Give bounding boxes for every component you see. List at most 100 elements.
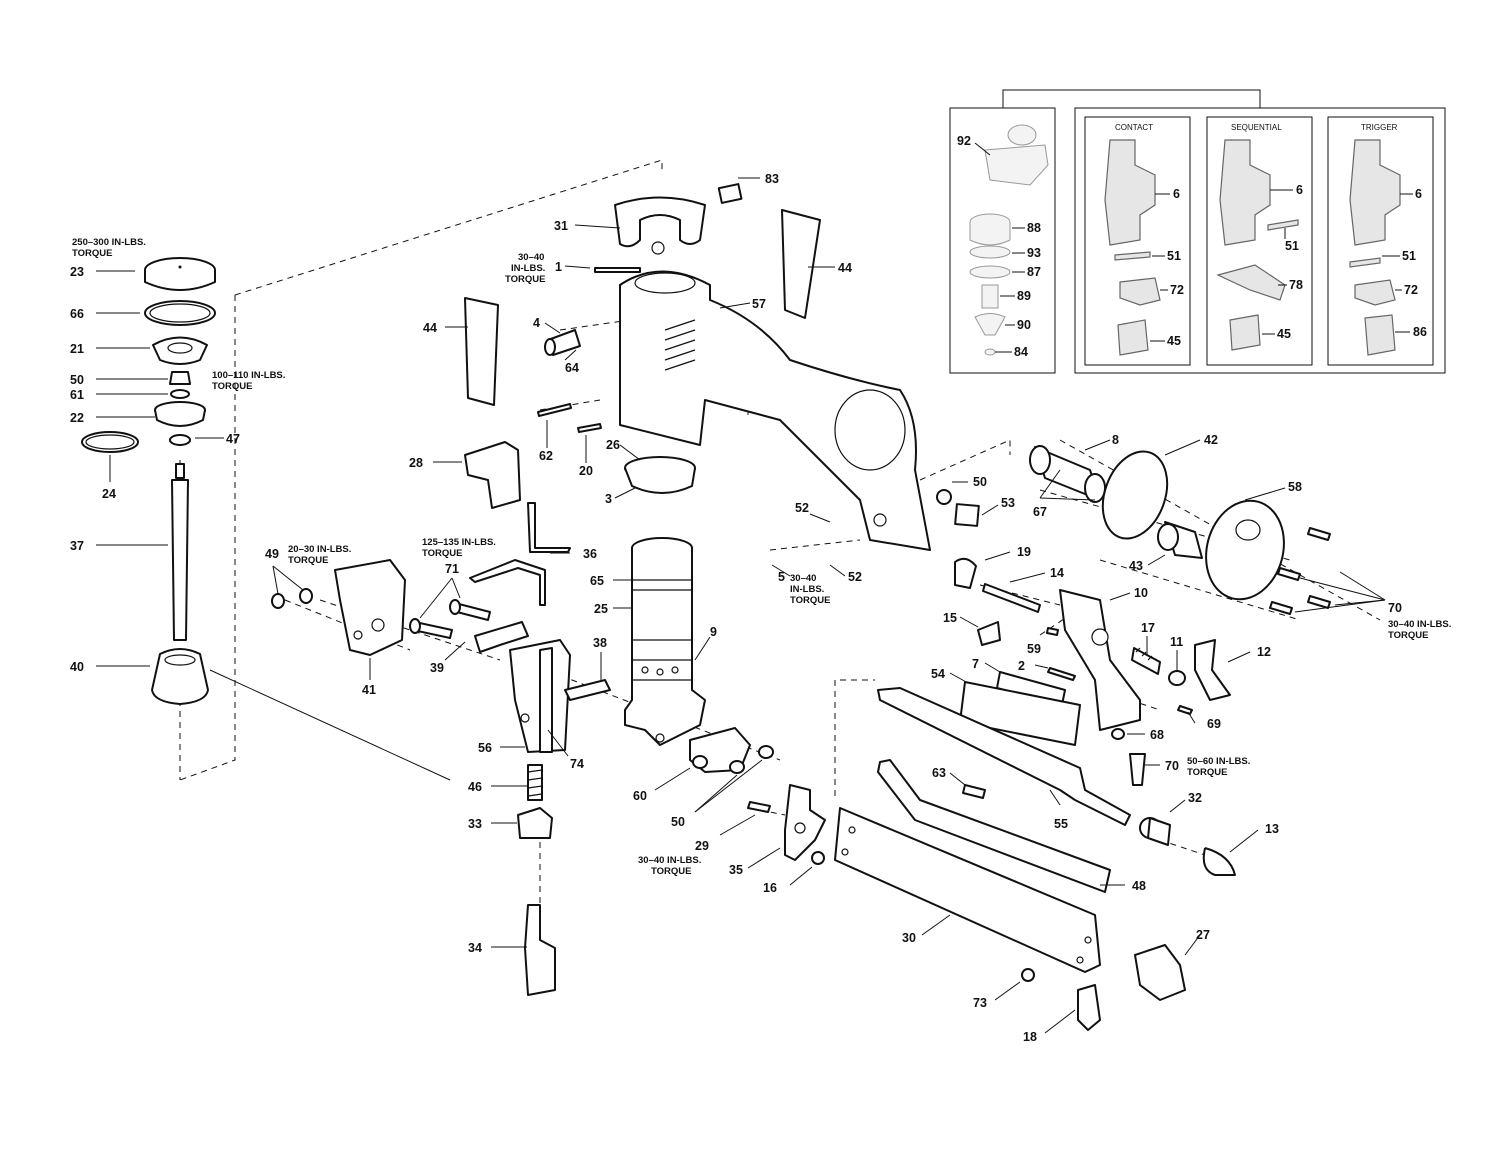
callout-10: 10 xyxy=(1134,586,1148,600)
callout-5: 5 xyxy=(778,570,785,584)
torque-29-line2: TORQUE xyxy=(651,866,691,877)
callout-49: 49 xyxy=(265,547,279,561)
torque-50-line1: 100–110 IN-LBS. xyxy=(212,370,285,381)
callout-51-sequential: 51 xyxy=(1285,239,1299,253)
callout-24: 24 xyxy=(102,487,116,501)
callout-50-b: 50 xyxy=(671,815,685,829)
callout-63: 63 xyxy=(932,766,946,780)
callout-35: 35 xyxy=(729,863,743,877)
leader-lines xyxy=(96,142,1413,1034)
callout-47: 47 xyxy=(226,432,240,446)
callout-38: 38 xyxy=(593,636,607,650)
callout-6-trigger: 6 xyxy=(1415,187,1422,201)
callout-17: 17 xyxy=(1141,621,1155,635)
left-mid-parts xyxy=(271,441,611,996)
callout-50: 50 xyxy=(70,373,84,387)
callout-88: 88 xyxy=(1027,221,1041,235)
callout-54: 54 xyxy=(931,667,945,681)
callout-74: 74 xyxy=(570,757,584,771)
torque-36-line2: TORQUE xyxy=(422,548,462,559)
callout-18: 18 xyxy=(1023,1030,1037,1044)
callout-21: 21 xyxy=(70,342,84,356)
callout-labels: 23 66 21 50 61 22 47 24 37 40 49 41 71 3… xyxy=(70,134,1427,1044)
callout-31: 31 xyxy=(554,219,568,233)
callout-40: 40 xyxy=(70,660,84,674)
torque-70-lower-line2: TORQUE xyxy=(1187,767,1227,778)
callout-65: 65 xyxy=(590,574,604,588)
callout-45-contact: 45 xyxy=(1167,334,1181,348)
callout-53: 53 xyxy=(1001,496,1015,510)
cylinder-assembly xyxy=(624,537,774,774)
callout-62: 62 xyxy=(539,449,553,463)
torque-36-line1: 125–135 IN-LBS. xyxy=(422,537,496,548)
torque-5-line1: 30–40 xyxy=(790,573,816,584)
panel-header-contact: CONTACT xyxy=(1115,123,1153,132)
torque-1-line1: 30–40 xyxy=(518,252,544,263)
callout-12: 12 xyxy=(1257,645,1271,659)
callout-34: 34 xyxy=(468,941,482,955)
callout-89: 89 xyxy=(1017,289,1031,303)
callout-2: 2 xyxy=(1018,659,1025,673)
torque-23-line2: TORQUE xyxy=(72,248,112,259)
callout-52-top: 52 xyxy=(795,501,809,515)
callout-16: 16 xyxy=(763,881,777,895)
callout-51-trigger: 51 xyxy=(1402,249,1416,263)
callout-8: 8 xyxy=(1112,433,1119,447)
torque-50-line2: TORQUE xyxy=(212,381,252,392)
callout-3: 3 xyxy=(605,492,612,506)
callout-29: 29 xyxy=(695,839,709,853)
callout-87: 87 xyxy=(1027,265,1041,279)
inset-headers: CONTACT SEQUENTIAL TRIGGER xyxy=(1115,123,1398,132)
callout-19: 19 xyxy=(1017,545,1031,559)
handle-end-parts xyxy=(936,445,1331,615)
callout-73: 73 xyxy=(973,996,987,1010)
callout-41: 41 xyxy=(362,683,376,697)
callout-64: 64 xyxy=(565,361,579,375)
callout-7: 7 xyxy=(972,657,979,671)
callout-6-sequential: 6 xyxy=(1296,183,1303,197)
callout-56: 56 xyxy=(478,741,492,755)
callout-11: 11 xyxy=(1170,635,1183,649)
callout-44-left: 44 xyxy=(423,321,437,335)
torque-49-line2: TORQUE xyxy=(288,555,328,566)
panel-header-trigger: TRIGGER xyxy=(1361,123,1398,132)
panel-header-sequential: SEQUENTIAL xyxy=(1231,123,1282,132)
callout-22: 22 xyxy=(70,411,84,425)
callout-86: 86 xyxy=(1413,325,1427,339)
callout-39: 39 xyxy=(430,661,444,675)
callout-71: 71 xyxy=(445,562,459,576)
callout-43: 43 xyxy=(1129,559,1143,573)
callout-37: 37 xyxy=(70,539,84,553)
torque-23-line1: 250–300 IN-LBS. xyxy=(72,237,146,248)
callout-68: 68 xyxy=(1150,728,1164,742)
callout-72-contact: 72 xyxy=(1170,283,1184,297)
callout-57: 57 xyxy=(752,297,766,311)
torque-70-right-line1: 30–40 IN-LBS. xyxy=(1388,619,1451,630)
callout-27: 27 xyxy=(1196,928,1210,942)
torque-5-line3: TORQUE xyxy=(790,595,830,606)
callout-13: 13 xyxy=(1265,822,1279,836)
callout-45-sequential: 45 xyxy=(1277,327,1291,341)
callout-84: 84 xyxy=(1014,345,1028,359)
callout-42: 42 xyxy=(1204,433,1218,447)
callout-67: 67 xyxy=(1033,505,1047,519)
callout-50-c: 50 xyxy=(973,475,987,489)
callout-6-contact: 6 xyxy=(1173,187,1180,201)
callout-59: 59 xyxy=(1027,642,1041,656)
callout-33: 33 xyxy=(468,817,482,831)
trigger-options-inset xyxy=(949,89,1446,374)
callout-70-lower: 70 xyxy=(1165,759,1179,773)
callout-93: 93 xyxy=(1027,246,1041,260)
torque-1-line3: TORQUE xyxy=(505,274,545,285)
cap-valve-stack xyxy=(81,257,216,705)
callout-4: 4 xyxy=(533,316,540,330)
callout-25: 25 xyxy=(594,602,608,616)
callout-46: 46 xyxy=(468,780,482,794)
callout-60: 60 xyxy=(633,789,647,803)
callout-26: 26 xyxy=(606,438,620,452)
callout-48: 48 xyxy=(1132,879,1146,893)
callout-36: 36 xyxy=(583,547,597,561)
callout-70-right: 70 xyxy=(1388,601,1402,615)
callout-90: 90 xyxy=(1017,318,1031,332)
torque-notes: 250–300 IN-LBS. TORQUE 100–110 IN-LBS. T… xyxy=(72,237,1451,877)
